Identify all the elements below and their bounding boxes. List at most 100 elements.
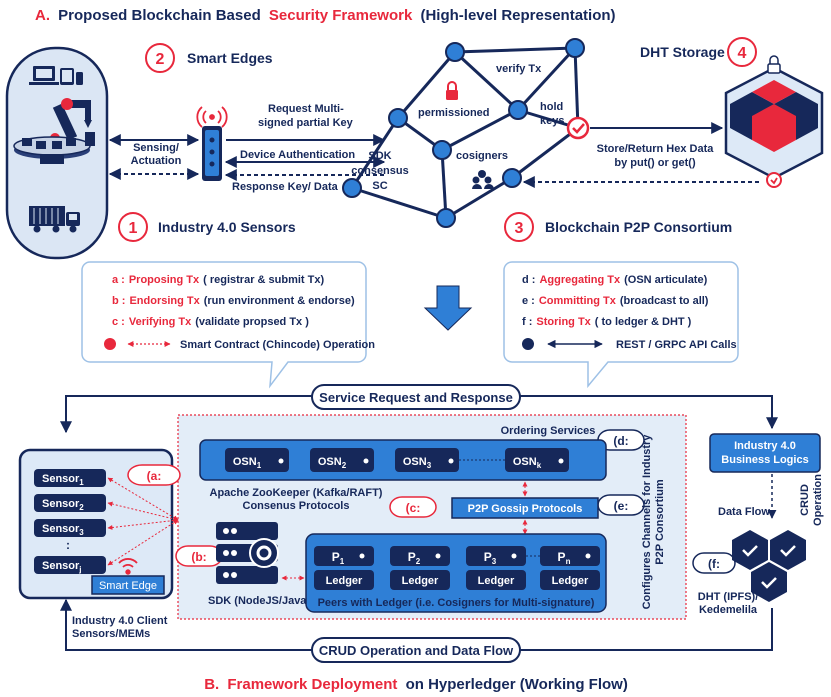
svg-text:OSN1: OSN1 (233, 456, 262, 470)
sensor-item: Sensor2 (34, 494, 106, 512)
svg-text:Ledger: Ledger (402, 575, 439, 587)
legend-item-b: b :Endorsing Tx(run environment & endors… (112, 295, 355, 307)
osn-node: OSN3 (395, 448, 459, 472)
svg-text:Sensor3: Sensor3 (42, 523, 84, 537)
peer-node: P1 Ledger (314, 546, 374, 590)
robot-arm-icon (13, 98, 95, 164)
sdk-label: SDK (NodeJS/Java) (208, 595, 310, 607)
svg-text:OSN3: OSN3 (403, 456, 432, 470)
svg-text:Sensor1: Sensor1 (42, 473, 84, 487)
device-auth-label: Device Authentication (240, 149, 355, 161)
sensing-label: Sensing/Actuation (131, 142, 182, 167)
svg-text:(d:: (d: (613, 434, 628, 448)
marker-e: (e: (597, 494, 645, 516)
svg-text:3: 3 (515, 220, 524, 237)
sensor-item: Sensorj (34, 556, 106, 574)
marker-f: (f: (692, 552, 736, 574)
svg-text:2: 2 (156, 51, 165, 68)
gossip-box: P2P Gossip Protocols (451, 497, 599, 519)
legend-left: a :Proposing Tx( registrar & submit Tx) … (81, 261, 375, 389)
svg-text:OSNk: OSNk (513, 456, 542, 470)
svg-text:(f:: (f: (708, 557, 720, 571)
cosigners-label: cosigners (456, 150, 508, 162)
svg-text:Smart Edge: Smart Edge (99, 580, 157, 592)
peer-node: P2 Ledger (390, 546, 450, 590)
zookeeper-label: Apache ZooKeeper (Kafka/RAFT)Consenus Pr… (210, 487, 383, 512)
crud-bar: CRUD Operation and Data Flow (311, 637, 521, 663)
marker-a: (a: (127, 464, 181, 486)
service-bar: Service Request and Response (311, 384, 521, 410)
svg-text:Ledger: Ledger (552, 575, 589, 587)
truck-icon (29, 206, 80, 233)
marker-c: (c: (389, 496, 437, 518)
marker-d: (d: (597, 429, 645, 451)
permissioned-label: permissioned (418, 107, 490, 119)
peer-node: P3 Ledger (466, 546, 526, 590)
svg-text:Sensorj: Sensorj (42, 560, 82, 574)
sc-label: Smart Contract (Chincode) Operation (180, 339, 375, 351)
smart-edge-box: Smart Edge (91, 575, 165, 595)
svg-text:(a:: (a: (147, 469, 162, 483)
smart-edges-label: Smart Edges (187, 50, 273, 66)
industry-sensors-panel (5, 46, 109, 260)
legend-right: d :Aggregating Tx(OSN articulate) e :Com… (503, 261, 739, 389)
sensor-item: Sensor1 (34, 469, 106, 487)
dht-cubes-icon (732, 530, 806, 602)
ordering-services-box: OSN1 OSN2 OSN3 OSNk (199, 439, 607, 481)
svg-text:Sensor2: Sensor2 (42, 498, 84, 512)
badge-2: 2 (145, 43, 175, 73)
legend-item-c: c :Verifying Tx(validate propsed Tx ) (112, 316, 309, 328)
svg-text:(c:: (c: (406, 501, 421, 515)
navy-dot-icon (522, 338, 534, 350)
svg-text:P2P Gossip Protocols: P2P Gossip Protocols (468, 503, 583, 515)
sensor-arrows (107, 477, 179, 566)
svg-text:(b:: (b: (191, 550, 206, 564)
title-a: A. Proposed Blockchain Based Security Fr… (35, 7, 616, 24)
badge-1: 1 (118, 212, 148, 242)
svg-text:1: 1 (129, 220, 138, 237)
crud-op-label: CRUDOperation (799, 474, 824, 526)
svg-text:P2: P2 (408, 550, 421, 566)
sensor-ellipsis: : (66, 538, 70, 552)
dht-storage-icon (724, 55, 824, 188)
title-b: B. Framework Deployment on Hyperledger (… (204, 676, 628, 693)
svg-text:OSN2: OSN2 (318, 456, 347, 470)
channels-label: Configures Channels for IndustryP2P Cons… (641, 434, 666, 610)
cosigners-icon (472, 170, 494, 189)
badge-4: 4 (727, 37, 757, 67)
svg-text:Pn: Pn (558, 550, 571, 566)
svg-text:Ledger: Ledger (478, 575, 515, 587)
check-node-icon (566, 116, 590, 140)
sdk-server-icon (216, 522, 279, 584)
svg-text:P1: P1 (332, 550, 345, 566)
data-flow-label: Data Flow (718, 506, 770, 518)
sensors-label: Industry 4.0 Sensors (158, 219, 296, 235)
consortium-label: Blockchain P2P Consortium (545, 219, 732, 235)
verify-label: verify Tx (496, 63, 542, 75)
svg-text:(e:: (e: (614, 499, 629, 513)
osn-node: OSN1 (225, 448, 289, 472)
legend-item-a: a :Proposing Tx( registrar & submit Tx) (112, 274, 324, 286)
legend-item-d: d :Aggregating Tx(OSN articulate) (522, 274, 708, 286)
network-nodes (342, 38, 590, 228)
svg-text:4: 4 (738, 45, 747, 62)
ordering-services-label: Ordering Services (501, 425, 596, 437)
peer-node: Pn Ledger (540, 546, 600, 590)
devices-icon (29, 66, 83, 85)
wireless-icon (196, 106, 228, 128)
svg-text:Ledger: Ledger (326, 575, 363, 587)
dht-ipfs-label: DHT (IPFS)/Kedemelila (698, 591, 759, 616)
badge-3: 3 (504, 212, 534, 242)
svg-text:Service Request and Response: Service Request and Response (319, 390, 513, 405)
blockchain-network (350, 46, 580, 220)
peers-label: Peers with Ledger (i.e. Cosigners for Mu… (318, 597, 595, 609)
marker-b: (b: (175, 545, 223, 567)
request-label: Request Multi-signed partial Key (258, 103, 354, 129)
peers-box: P1 Ledger P2 Ledger P3 Ledger Pn Ledger (305, 533, 607, 613)
